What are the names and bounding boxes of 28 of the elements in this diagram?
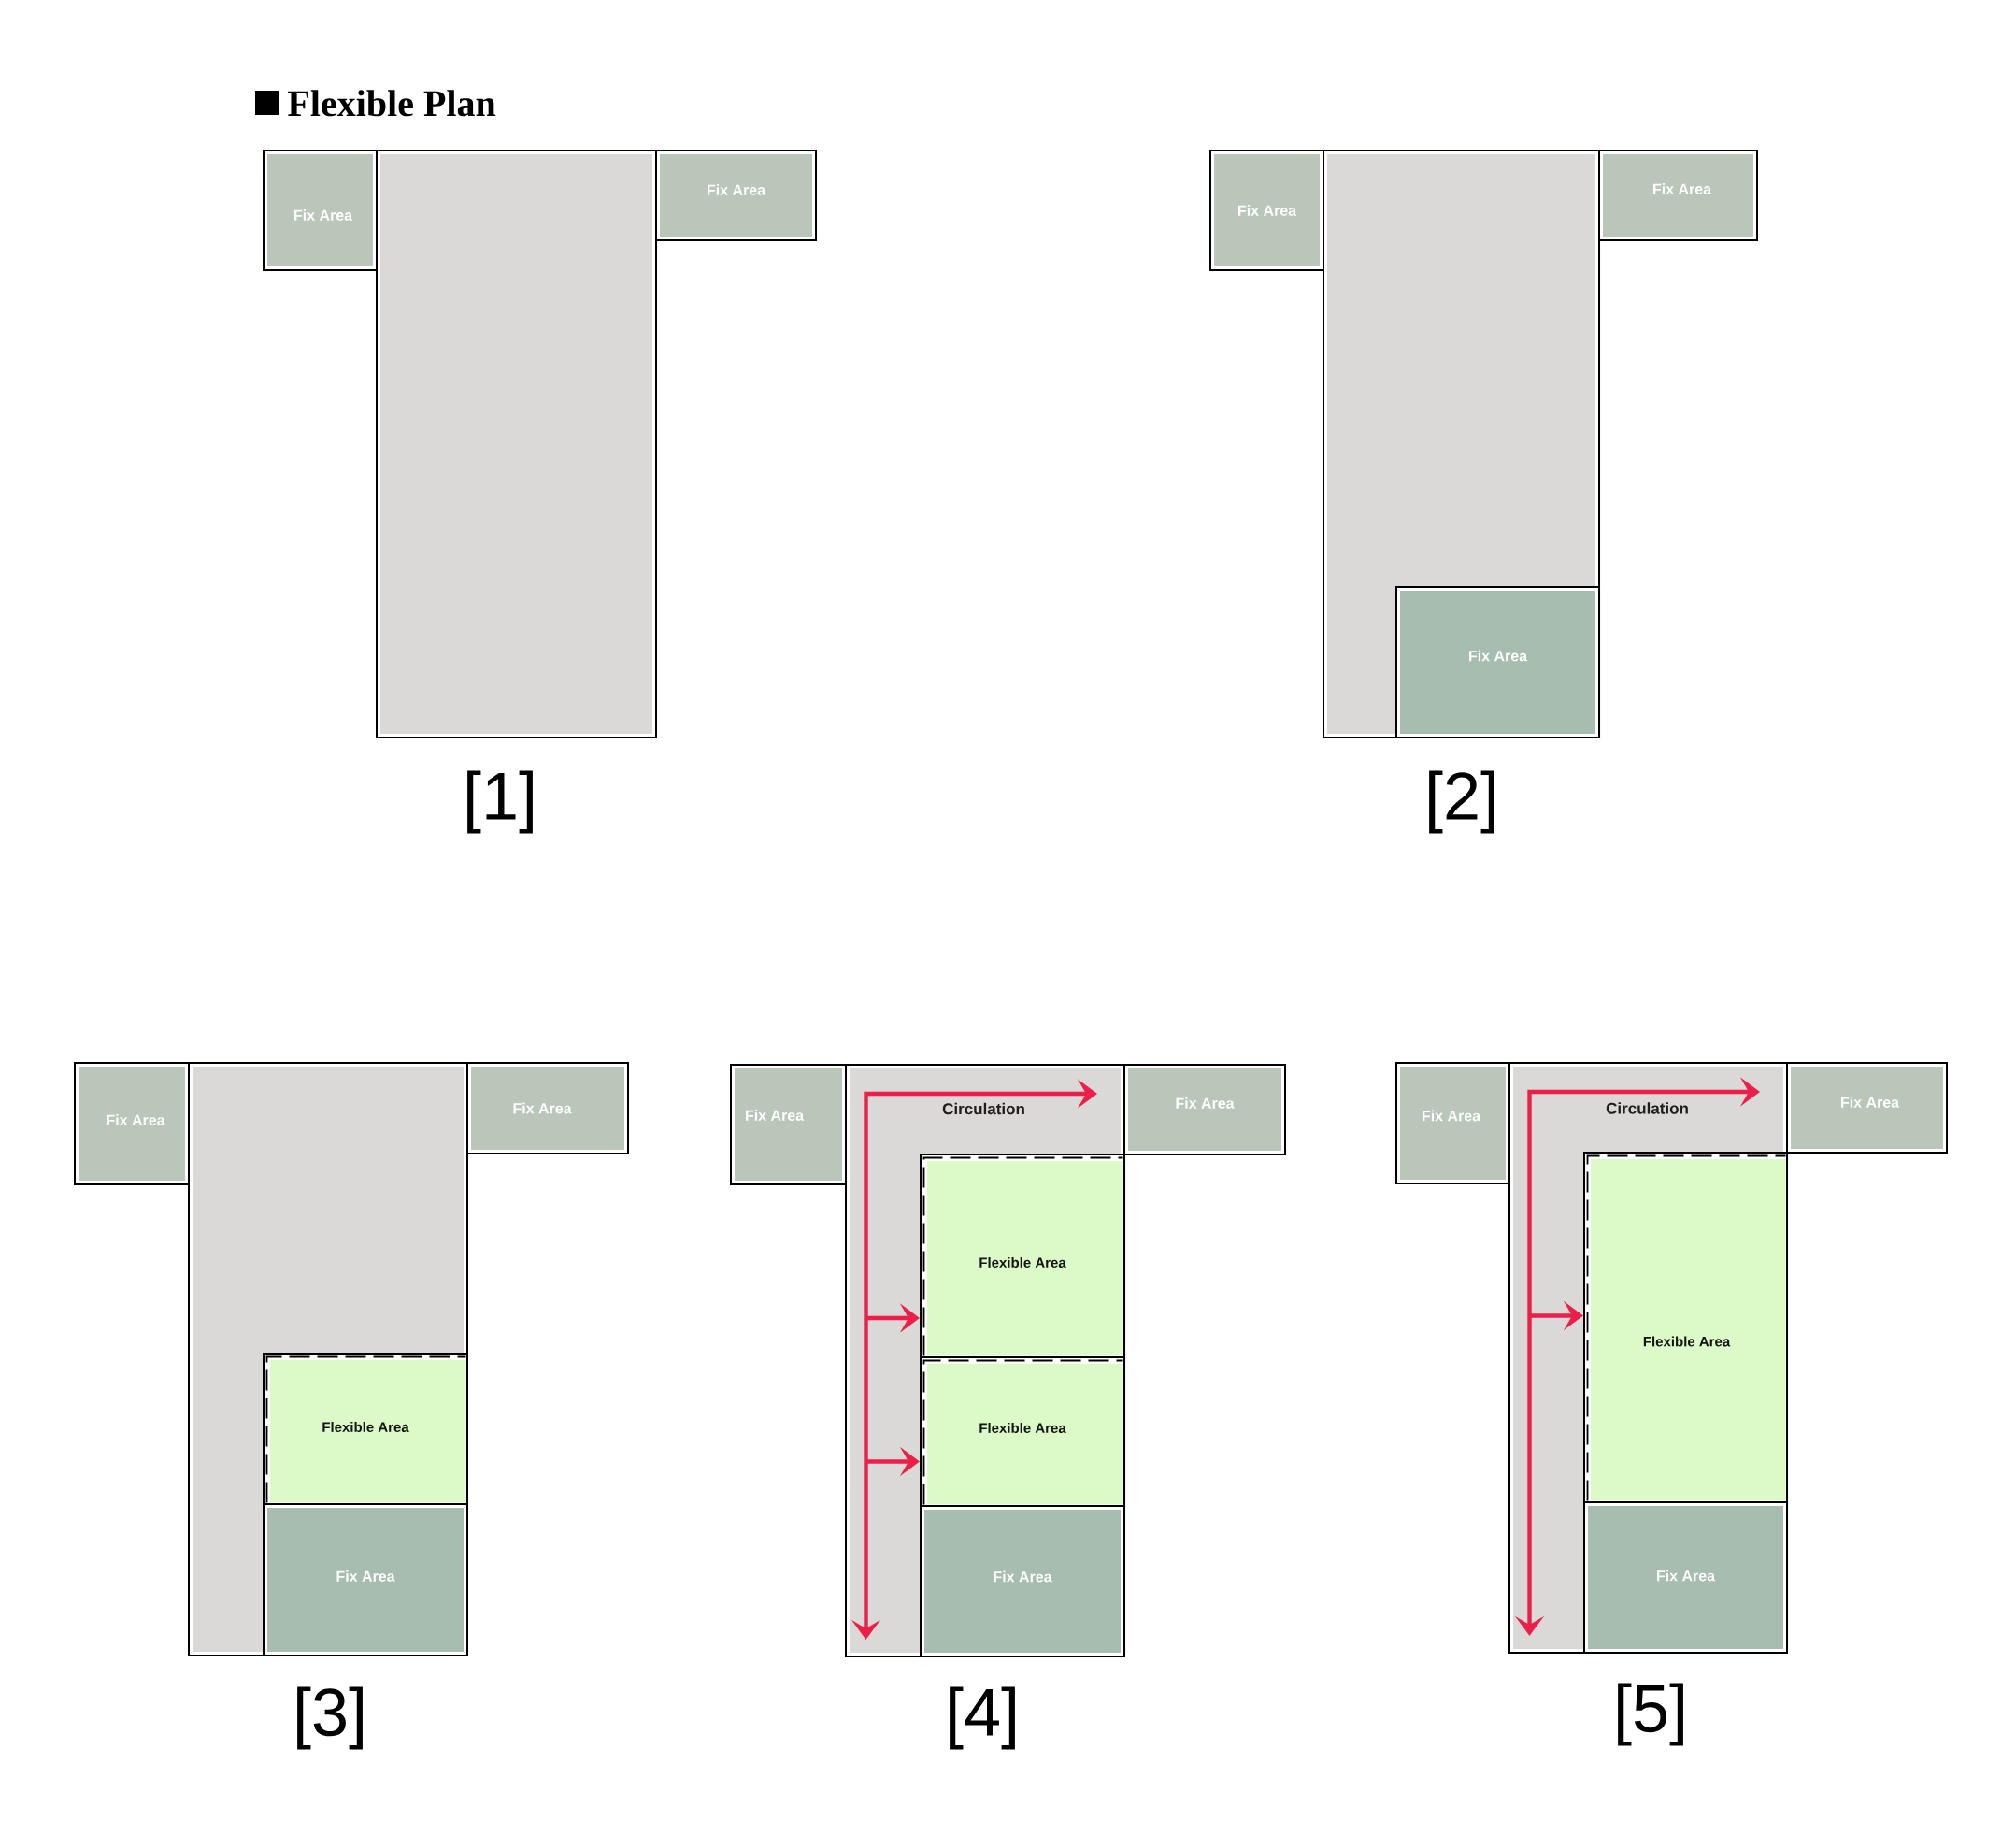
flexible-area-box: Flexible Area <box>920 1356 1125 1507</box>
fix-area-box: Fix Area <box>920 1505 1125 1657</box>
fix-area-box: Fix Area <box>1123 1064 1286 1155</box>
title: Flexible Plan <box>288 90 496 117</box>
node-label: Fix Area <box>994 1570 1052 1583</box>
plan-number: [2] <box>1429 770 1494 834</box>
flexible-area-box: Flexible Area <box>263 1353 468 1505</box>
plan-number: [4] <box>950 1686 1015 1750</box>
plan-number: [3] <box>297 1686 363 1750</box>
fix-area-box: Fix Area <box>1395 586 1600 738</box>
fix-area-box: Fix Area <box>655 150 817 241</box>
fix-area-box: Fix Area <box>730 1064 847 1185</box>
flexible-area-box: Flexible Area <box>920 1154 1125 1358</box>
fix-area-box: Fix Area <box>74 1062 190 1185</box>
open-area-box <box>376 150 657 738</box>
node-label: Fix Area <box>1469 650 1528 662</box>
node-label: Fix Area <box>336 1570 395 1582</box>
fix-area-box: Fix Area <box>263 1503 468 1656</box>
plan-number: [1] <box>467 770 533 834</box>
fix-area-box: Fix Area <box>466 1062 629 1154</box>
node-label: Fix Area <box>1657 1570 1716 1582</box>
fix-area-box: Fix Area <box>1583 1501 1788 1654</box>
fix-area-box: Fix Area <box>1209 150 1324 271</box>
fix-area-box: Fix Area <box>1786 1062 1948 1154</box>
fix-area-box: Fix Area <box>1395 1062 1510 1184</box>
plan-number: [5] <box>1618 1683 1683 1746</box>
fix-area-box: Fix Area <box>1598 150 1758 241</box>
fix-area-box: Fix Area <box>263 150 378 271</box>
